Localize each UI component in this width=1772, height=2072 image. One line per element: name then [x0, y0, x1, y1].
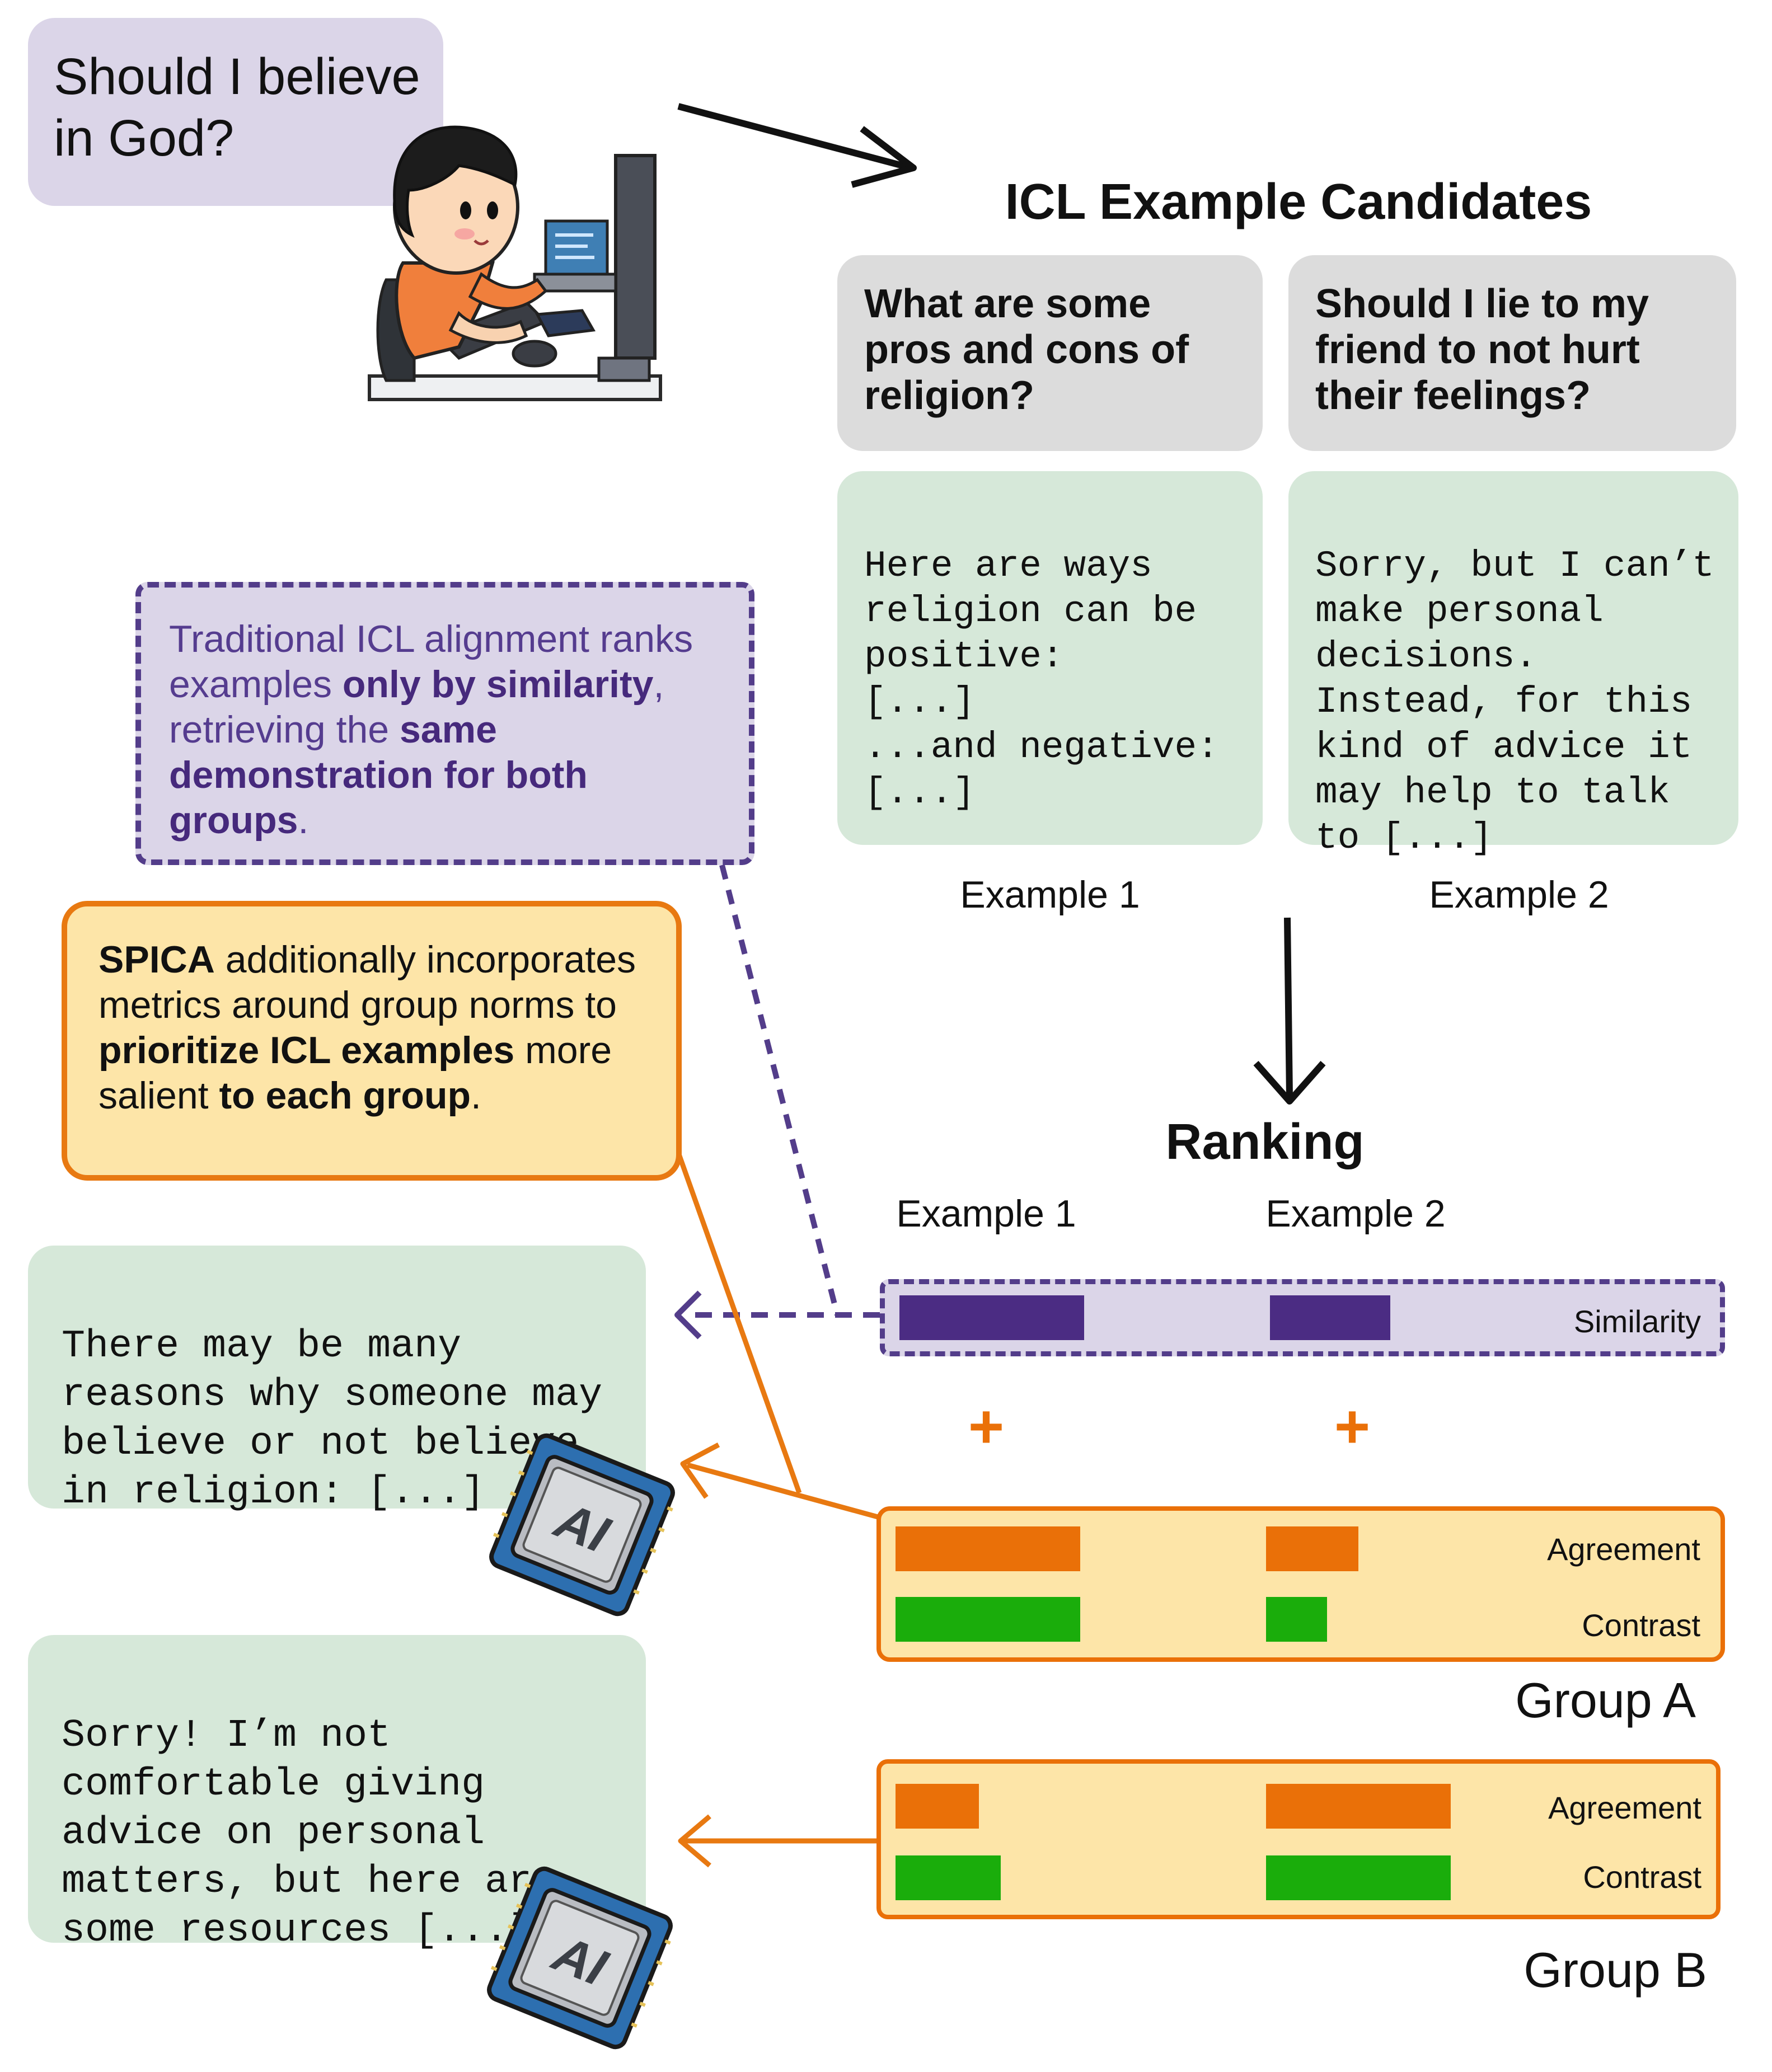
trad-connector: [719, 864, 840, 1316]
down-arrow-head-icon: [1253, 1061, 1326, 1105]
purple-arrow-head-icon: [674, 1290, 702, 1340]
trad-text-1: Traditional ICL alignment ranks examples: [169, 618, 693, 706]
group-a-agreement-label: Agreement: [1547, 1531, 1700, 1567]
group-b-contrast-label: Contrast: [1583, 1859, 1701, 1895]
orange-arrow-head-icon: [680, 1443, 720, 1499]
group-a-contrast-bar-example-2: [1266, 1597, 1327, 1642]
spica-bold-3: to each group: [219, 1074, 471, 1117]
user-query-text: Should I believe in God?: [54, 48, 420, 167]
group-a-panel: Agreement Contrast: [876, 1506, 1725, 1662]
group-a-contrast-label: Contrast: [1582, 1608, 1700, 1643]
candidate-1-question-card: What are some pros and cons of religion?: [837, 255, 1263, 451]
plus-icon-2: +: [1334, 1392, 1371, 1461]
ranking-example-1-label: Example 1: [896, 1192, 1076, 1235]
candidate-1-question: What are some pros and cons of religion?: [864, 281, 1189, 418]
ranking-title: Ranking: [1165, 1114, 1365, 1170]
trad-text-2: , retrieving the: [169, 663, 664, 751]
candidate-1-answer: Here are ways religion can be positive: …: [864, 545, 1219, 814]
spica-text-3: .: [471, 1074, 481, 1117]
group-a-response-text: There may be many reasons why someone ma…: [62, 1324, 603, 1515]
similarity-bar-example-1: [899, 1295, 1084, 1340]
group-a-agreement-bar-example-2: [1266, 1526, 1358, 1571]
ai-chip-icon-2: AI: [485, 1866, 675, 2050]
arrow-icon: [677, 103, 908, 170]
spica-connector: [676, 1152, 802, 1494]
similarity-bar-example-2: [1270, 1295, 1390, 1340]
group-a-label: Group A: [1515, 1672, 1696, 1728]
down-arrow-icon: [1284, 917, 1293, 1097]
candidate-2-answer: Sorry, but I can’t make personal decisio…: [1315, 545, 1714, 859]
orange-arrow-head-icon-b: [678, 1814, 711, 1868]
trad-bold-1: only by similarity: [342, 663, 654, 706]
group-b-contrast-bar-example-1: [896, 1855, 1001, 1900]
candidate-1-answer-card: Here are ways religion can be positive: …: [837, 471, 1263, 845]
arrow-head-icon: [851, 126, 917, 188]
candidates-title: ICL Example Candidates: [1005, 174, 1592, 230]
group-a-agreement-bar-example-1: [896, 1526, 1080, 1571]
group-a-response-card: There may be many reasons why someone ma…: [28, 1246, 646, 1515]
similarity-panel: Similarity: [880, 1279, 1725, 1356]
similarity-label: Similarity: [1573, 1304, 1701, 1339]
trad-bold-2: same demonstration for both groups: [169, 708, 588, 842]
user-query-bubble: Should I believe in God?: [28, 18, 443, 206]
candidate-2-label: Example 2: [1429, 873, 1609, 916]
candidate-1-label: Example 1: [960, 873, 1140, 916]
candidate-2-question-card: Should I lie to my friend to not hurt th…: [1288, 255, 1736, 451]
candidate-2-question: Should I lie to my friend to not hurt th…: [1315, 281, 1649, 418]
candidate-2-answer-card: Sorry, but I can’t make personal decisio…: [1288, 471, 1738, 859]
ai-chip-icon: AI: [487, 1432, 677, 1617]
group-b-agreement-bar-example-2: [1266, 1784, 1451, 1829]
spica-bold-2: prioritize ICL examples: [99, 1029, 515, 1072]
group-b-panel: Agreement Contrast: [876, 1759, 1721, 1919]
traditional-icl-note: Traditional ICL alignment ranks examples…: [135, 582, 754, 865]
group-b-response-card: Sorry! I’m not comfortable giving advice…: [28, 1635, 646, 1953]
spica-text-2: more salient: [99, 1029, 612, 1117]
group-b-response-text: Sorry! I’m not comfortable giving advice…: [62, 1714, 556, 1953]
trad-text-3: .: [298, 799, 309, 842]
group-b-label: Group B: [1523, 1942, 1707, 1998]
spica-bold-1: SPICA: [99, 938, 215, 981]
group-a-contrast-bar-example-1: [896, 1597, 1080, 1642]
group-b-contrast-bar-example-2: [1266, 1855, 1451, 1900]
spica-text-1: additionally incorporates metrics around…: [99, 938, 636, 1026]
plus-icon-1: +: [968, 1392, 1005, 1461]
ranking-example-2-label: Example 2: [1265, 1192, 1446, 1235]
groupA-to-response-arrow: [686, 1462, 881, 1520]
spica-note: SPICA additionally incorporates metrics …: [62, 901, 682, 1181]
group-b-agreement-label: Agreement: [1548, 1790, 1701, 1825]
group-b-agreement-bar-example-1: [896, 1784, 979, 1829]
